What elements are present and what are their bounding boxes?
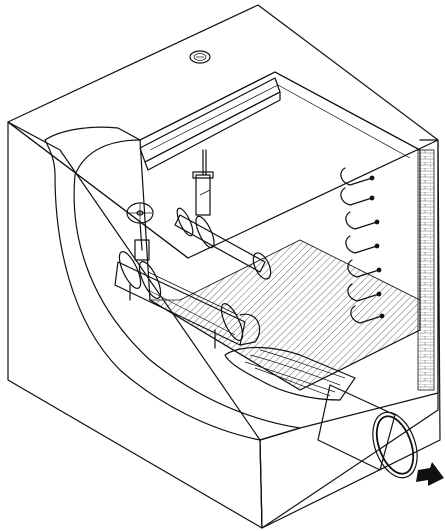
handwheel-icon <box>126 202 154 261</box>
step-irons-icon <box>340 167 385 324</box>
cover-beam-side <box>144 91 281 171</box>
top-slab <box>7 4 439 259</box>
channel-benching <box>224 346 356 401</box>
right-outer-wall <box>259 139 439 529</box>
outlet-pipe <box>317 384 396 471</box>
flow-arrow-icon <box>416 462 444 486</box>
upper-pipe-assembly <box>174 207 272 280</box>
manhole-cover-icon <box>189 50 211 64</box>
gate-valve-icon <box>192 149 214 216</box>
lower-pipe-assembly <box>114 251 261 346</box>
back-wall-frame <box>139 71 421 151</box>
floor-hatch <box>148 239 421 391</box>
outlet-pipe-mouth <box>375 415 415 475</box>
wall-section-band <box>44 126 301 441</box>
chamber-block <box>7 4 439 259</box>
right-wall-bricks <box>417 149 435 391</box>
cover-beam <box>139 77 281 163</box>
channel-flow-lines <box>244 349 346 397</box>
outlet-pipe-rim <box>372 411 418 479</box>
left-wall-face <box>7 121 189 259</box>
